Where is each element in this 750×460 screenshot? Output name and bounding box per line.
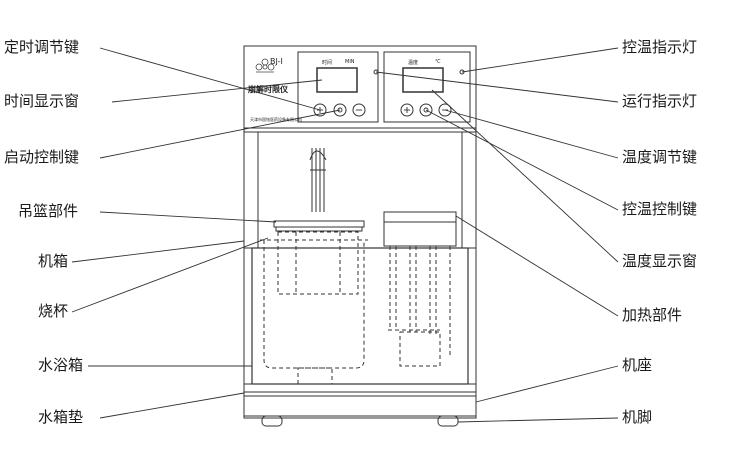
right-display-caption: 温度 bbox=[408, 60, 419, 66]
right-foot bbox=[437, 415, 459, 427]
device-model: BJ-I bbox=[270, 57, 283, 66]
label-temp-control-indicator: 控温指示灯 bbox=[622, 38, 698, 56]
label-water-bath: 水浴箱 bbox=[38, 356, 84, 374]
start-button[interactable] bbox=[333, 103, 347, 117]
label-temp-control-key: 控温控制键 bbox=[622, 200, 698, 218]
beaker bbox=[263, 240, 365, 369]
label-feet: 机脚 bbox=[622, 408, 653, 426]
timer-minus-button[interactable] bbox=[352, 103, 366, 117]
left-panel bbox=[297, 51, 379, 123]
label-time-display-window: 时间显示窗 bbox=[4, 92, 80, 110]
left-display-caption: 时间 bbox=[322, 60, 333, 66]
label-start-control-key: 启动控制键 bbox=[4, 148, 80, 166]
temp-control-button[interactable] bbox=[419, 103, 433, 117]
device-maker: 天津市国铭医药设备有限公司 bbox=[250, 117, 302, 122]
heater-tubes bbox=[388, 246, 451, 367]
label-temp-adjust-key: 温度调节键 bbox=[622, 148, 698, 166]
label-basket-assembly: 吊篮部件 bbox=[18, 202, 79, 220]
left-foot bbox=[261, 415, 283, 427]
basket bbox=[277, 231, 359, 295]
logo-icon bbox=[255, 58, 275, 73]
cabinet-outline bbox=[243, 45, 477, 419]
base bbox=[243, 395, 477, 417]
right-panel bbox=[383, 51, 471, 123]
label-beaker: 烧杯 bbox=[38, 302, 69, 320]
label-heating-assembly: 加热部件 bbox=[622, 306, 683, 324]
label-tank-pad: 水箱垫 bbox=[38, 408, 84, 426]
temp-plus-button[interactable] bbox=[400, 103, 414, 117]
leader-lines bbox=[71, 47, 619, 423]
left-display-unit: MIN bbox=[345, 59, 355, 65]
label-run-indicator: 运行指示灯 bbox=[622, 92, 698, 110]
tank-pad bbox=[243, 383, 477, 393]
label-base: 机座 bbox=[622, 356, 653, 374]
basket-hanger bbox=[309, 148, 327, 212]
heater-block bbox=[383, 211, 457, 247]
temp-minus-button[interactable] bbox=[438, 103, 452, 117]
timer-plus-button[interactable] bbox=[313, 103, 327, 117]
label-timer-adjust-key: 定时调节键 bbox=[4, 38, 80, 56]
right-display-unit: ℃ bbox=[435, 59, 441, 65]
device-name: 崩解时限仪 bbox=[248, 85, 288, 94]
basket-plate bbox=[273, 220, 365, 228]
time-display-window bbox=[316, 67, 358, 93]
label-cabinet: 机箱 bbox=[38, 252, 69, 270]
label-temp-display-window: 温度显示窗 bbox=[622, 252, 698, 270]
